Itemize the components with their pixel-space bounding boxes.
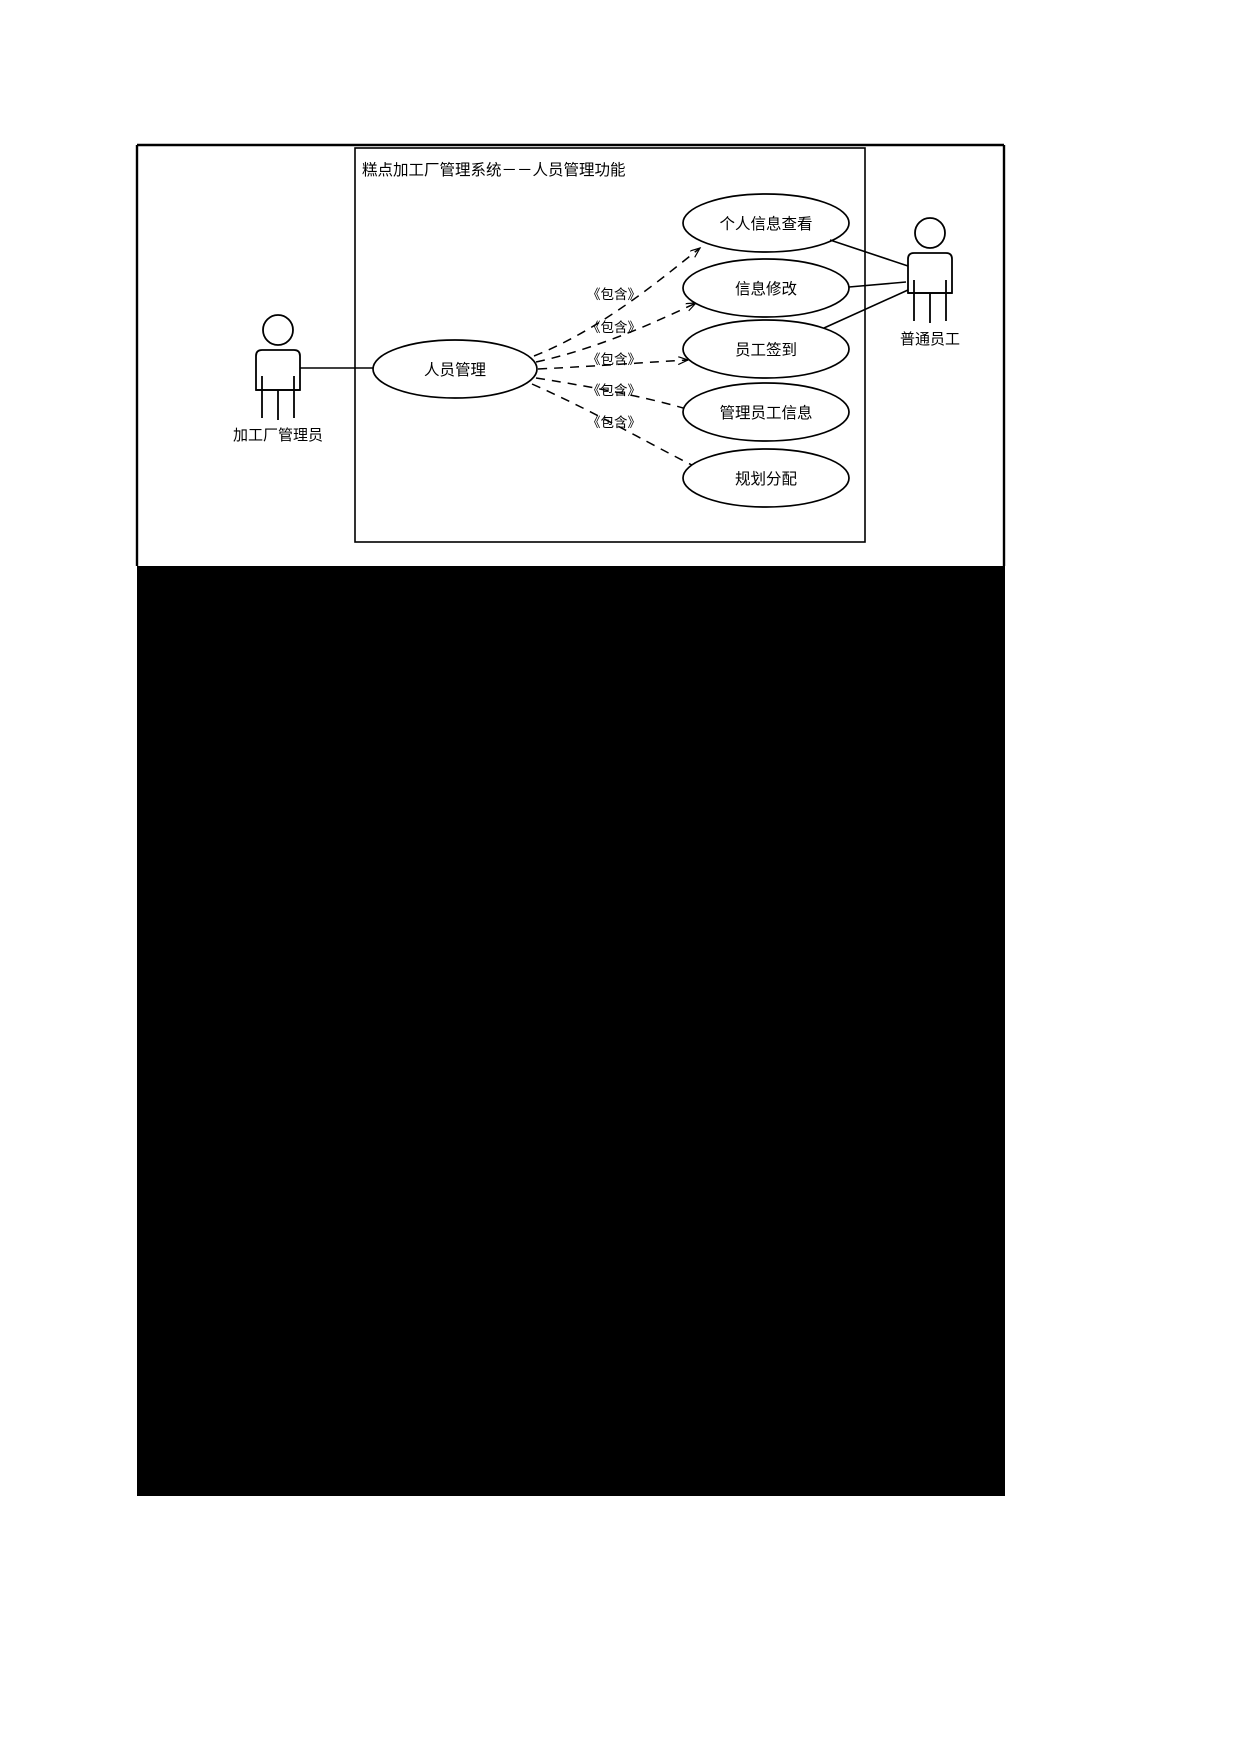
usecase-modify-info[interactable]: 信息修改 — [682, 258, 850, 318]
stereotype-label-1: 《包含》 — [587, 287, 641, 303]
associations-employee — [823, 239, 909, 329]
usecase-manage-employee-info[interactable]: 管理员工信息 — [682, 382, 850, 442]
usecase-plan-allocation[interactable]: 规划分配 — [682, 448, 850, 508]
actor-admin-label: 加工厂管理员 — [233, 426, 323, 444]
stereotype-label-5: 《包含》 — [587, 415, 641, 431]
actor-employee-label: 普通员工 — [900, 330, 960, 348]
usecase-modify-info-label: 信息修改 — [735, 280, 797, 298]
include-line-1 — [533, 248, 700, 357]
include-stereotype-labels: 《包含》 《包含》 《包含》 《包含》 《包含》 — [587, 287, 641, 431]
include-line-4 — [535, 377, 696, 412]
stereotype-label-4: 《包含》 — [587, 383, 641, 399]
include-line-3 — [537, 360, 688, 370]
usecase-employee-signin-label: 员工签到 — [735, 341, 797, 359]
usecase-personnel-management-label: 人员管理 — [424, 361, 486, 379]
stereotype-label-2: 《包含》 — [587, 320, 641, 336]
include-dependencies — [531, 248, 702, 470]
actor-head-icon — [262, 314, 294, 346]
actor-employee[interactable]: 普通员工 — [900, 217, 960, 348]
association-employee-modify-info — [848, 281, 907, 288]
actor-employee-body-icon — [907, 252, 953, 294]
stereotype-label-3: 《包含》 — [587, 352, 641, 368]
actor-employee-head-icon — [914, 217, 946, 249]
usecase-view-personal-info[interactable]: 个人信息查看 — [682, 193, 850, 253]
actor-admin[interactable]: 加工厂管理员 — [233, 314, 323, 444]
scan-black-region — [137, 566, 1005, 1496]
usecase-employee-signin[interactable]: 员工签到 — [682, 319, 850, 379]
usecase-personnel-management[interactable]: 人员管理 — [372, 339, 538, 399]
association-employee-signin — [823, 289, 909, 329]
usecase-view-personal-info-label: 个人信息查看 — [719, 215, 812, 233]
system-boundary-title: 糕点加工厂管理系统－－人员管理功能 — [362, 161, 626, 179]
actor-body-icon — [255, 349, 301, 391]
association-employee-view-info — [829, 239, 909, 267]
usecase-plan-allocation-label: 规划分配 — [735, 470, 797, 488]
usecase-manage-employee-info-label: 管理员工信息 — [719, 404, 812, 422]
include-line-2 — [535, 303, 696, 363]
